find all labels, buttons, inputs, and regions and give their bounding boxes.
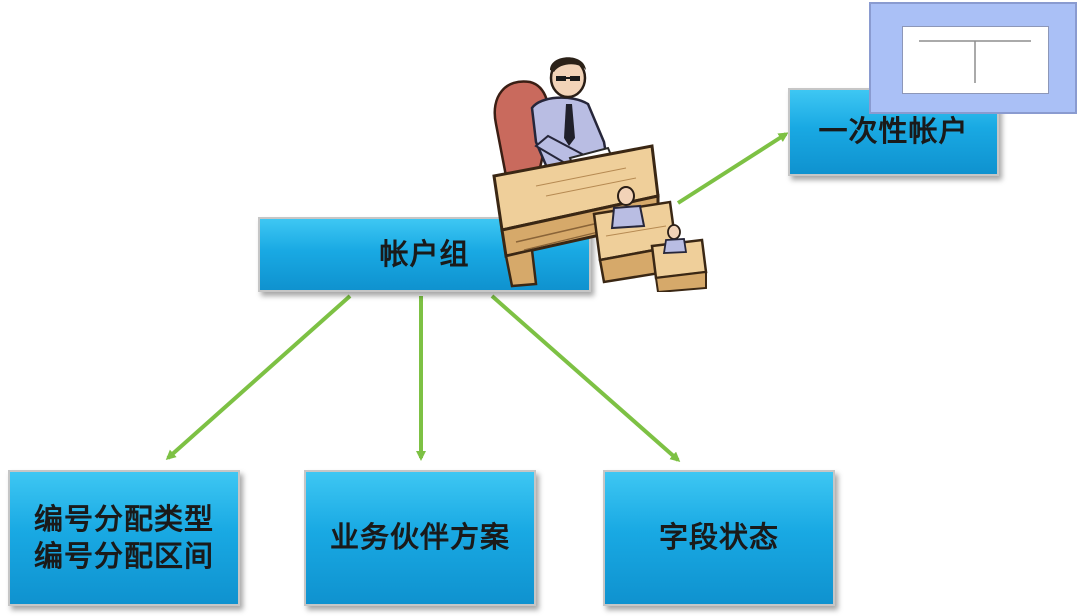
numbering-box: 编号分配类型 编号分配区间 — [8, 470, 240, 606]
bp-scheme-label: 业务伙伴方案 — [329, 520, 510, 555]
thumbnail-page — [902, 26, 1049, 94]
field-status-label: 字段状态 — [658, 520, 779, 555]
arrow-to-numbering — [165, 294, 352, 460]
one-time-account-label: 一次性帐户 — [818, 114, 969, 149]
arrow-to-field-status — [490, 294, 681, 462]
thumbnail-lines — [919, 40, 1031, 83]
office-worker-at-desk-icon — [492, 57, 708, 292]
slide-thumbnail-icon — [869, 2, 1077, 114]
account-group-label: 帐户组 — [379, 236, 470, 271]
numbering-range-label: 编号分配区间 — [33, 539, 214, 573]
numbering-type-label: 编号分配类型 — [33, 501, 214, 536]
arrow-to-one-time-account — [676, 132, 789, 205]
field-status-box: 字段状态 — [603, 470, 835, 606]
bp-scheme-box: 业务伙伴方案 — [304, 470, 536, 606]
